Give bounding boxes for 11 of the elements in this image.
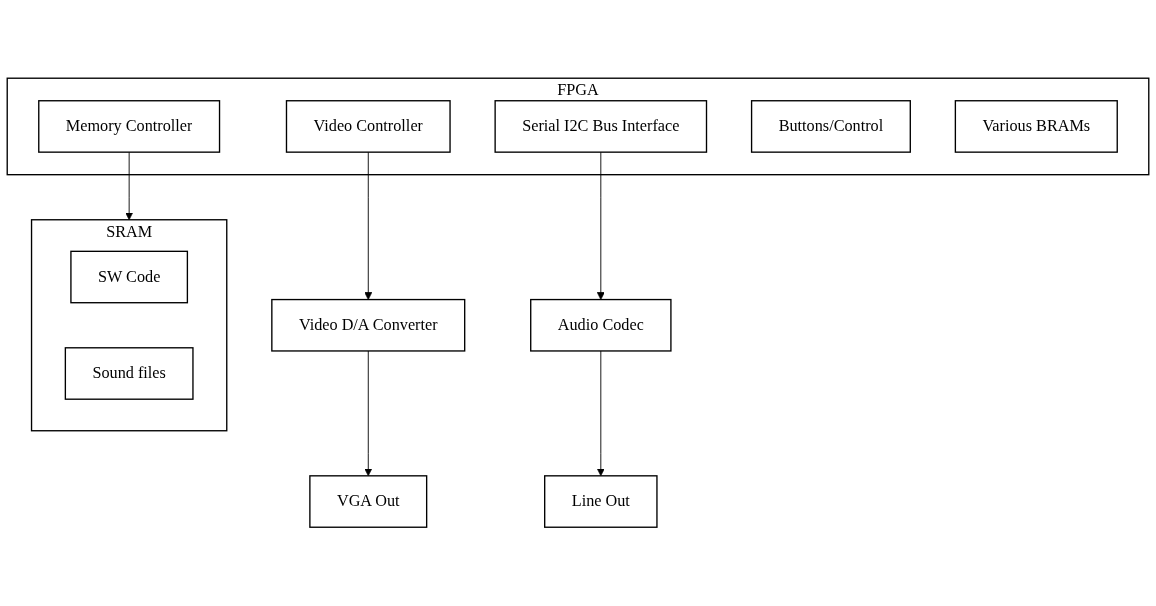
node-box: Various BRAMs [954,100,1118,154]
node-box: Line Out [544,475,658,529]
node-box: Sound files [64,347,194,401]
node-box: SW Code [70,250,189,304]
node-box: VGA Out [309,475,428,529]
node-box: Buttons/Control [750,100,911,154]
node-box: Video Controller [285,100,451,154]
node-box: Audio Codec [530,299,672,352]
node-box: Video D/A Converter [271,299,466,352]
node-box: Serial I2C Bus Interface [494,100,708,154]
node-box: Memory Controller [38,100,221,154]
